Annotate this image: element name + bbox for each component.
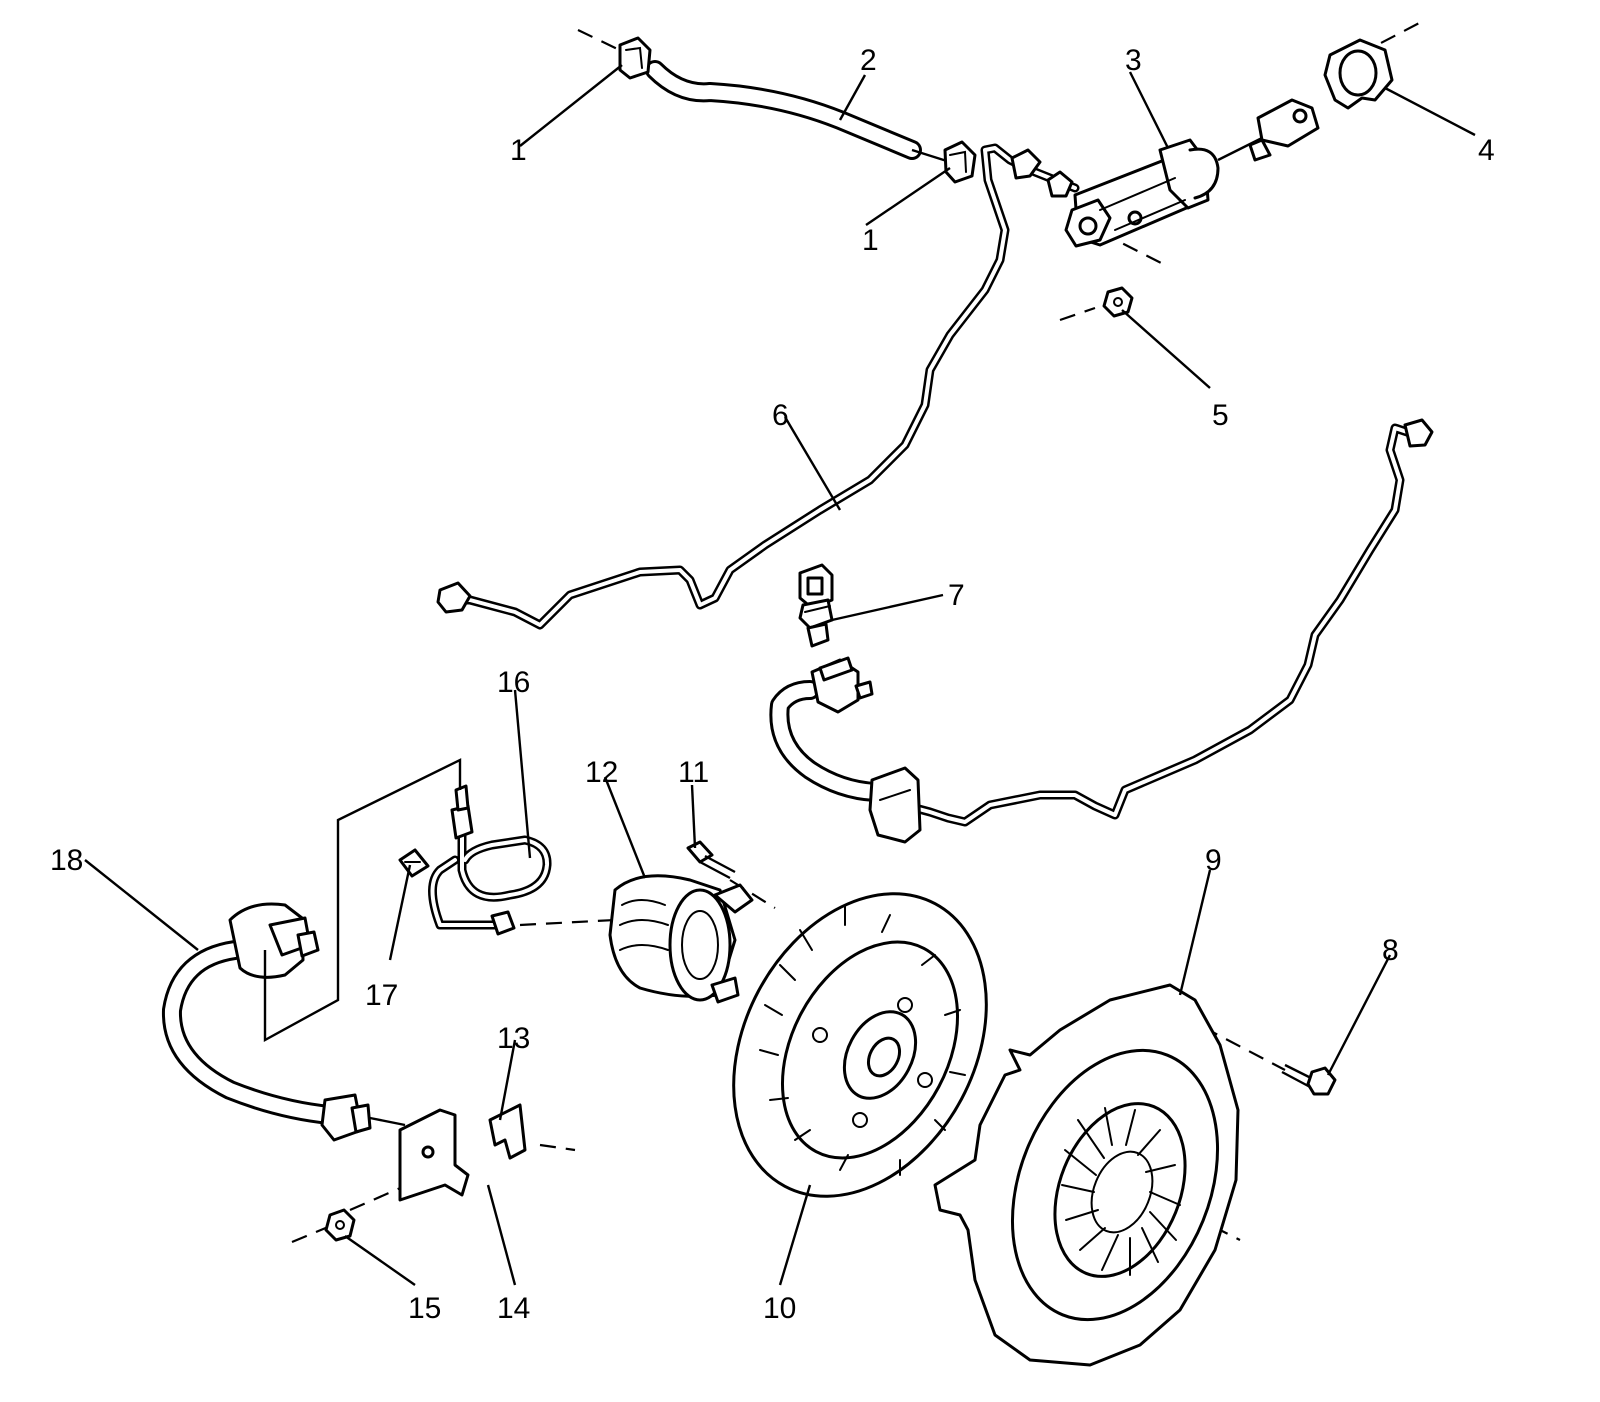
clamp-1-lower	[943, 140, 977, 184]
callout-7: 7	[948, 579, 965, 612]
pressure-plate-9	[933, 983, 1240, 1367]
bleed-line-16	[428, 784, 552, 936]
bleeder-switch-7	[798, 563, 834, 648]
concentric-slave-cylinder-12	[608, 874, 754, 1004]
clutch-disc-10	[732, 892, 988, 1198]
leader-lines	[84, 64, 1476, 1286]
callout-15: 15	[408, 1292, 441, 1325]
callout-9: 9	[1205, 844, 1222, 877]
callout-13: 13	[497, 1022, 530, 1055]
callout-5: 5	[1212, 399, 1229, 432]
callout-1-lower: 1	[862, 224, 879, 257]
callout-18: 18	[50, 844, 83, 877]
nut-15	[324, 1208, 356, 1242]
callout-6: 6	[772, 399, 789, 432]
nut-5	[1102, 286, 1134, 318]
callout-11: 11	[678, 756, 709, 789]
clamp-1-upper	[618, 36, 652, 80]
callout-14: 14	[497, 1292, 530, 1325]
callout-12: 12	[585, 756, 618, 789]
callout-2: 2	[860, 44, 877, 77]
callout-4: 4	[1478, 134, 1495, 167]
clip-13	[488, 1103, 527, 1160]
callout-1-upper: 1	[510, 134, 527, 167]
bolt-8	[1281, 1063, 1337, 1096]
callout-16: 16	[497, 666, 530, 699]
clutch-master-cylinder	[1064, 98, 1320, 248]
master-cylinder-gasket-4	[1323, 38, 1394, 110]
hose-2	[645, 60, 951, 164]
bracket-14	[398, 1108, 470, 1202]
callout-8: 8	[1382, 934, 1399, 967]
hydraulic-line-6	[436, 143, 1080, 630]
hose-damper-upper	[769, 656, 922, 844]
callouts: 1 2 3 4 1 5 6 7 16 12 11 18 17 13 9 8 15…	[50, 44, 1495, 1325]
callout-17: 17	[365, 979, 398, 1012]
clip-17	[398, 848, 430, 878]
hose-18	[161, 758, 462, 1142]
hydraulic-line-right	[895, 418, 1434, 827]
callout-10: 10	[763, 1292, 796, 1325]
callout-3: 3	[1125, 44, 1142, 77]
